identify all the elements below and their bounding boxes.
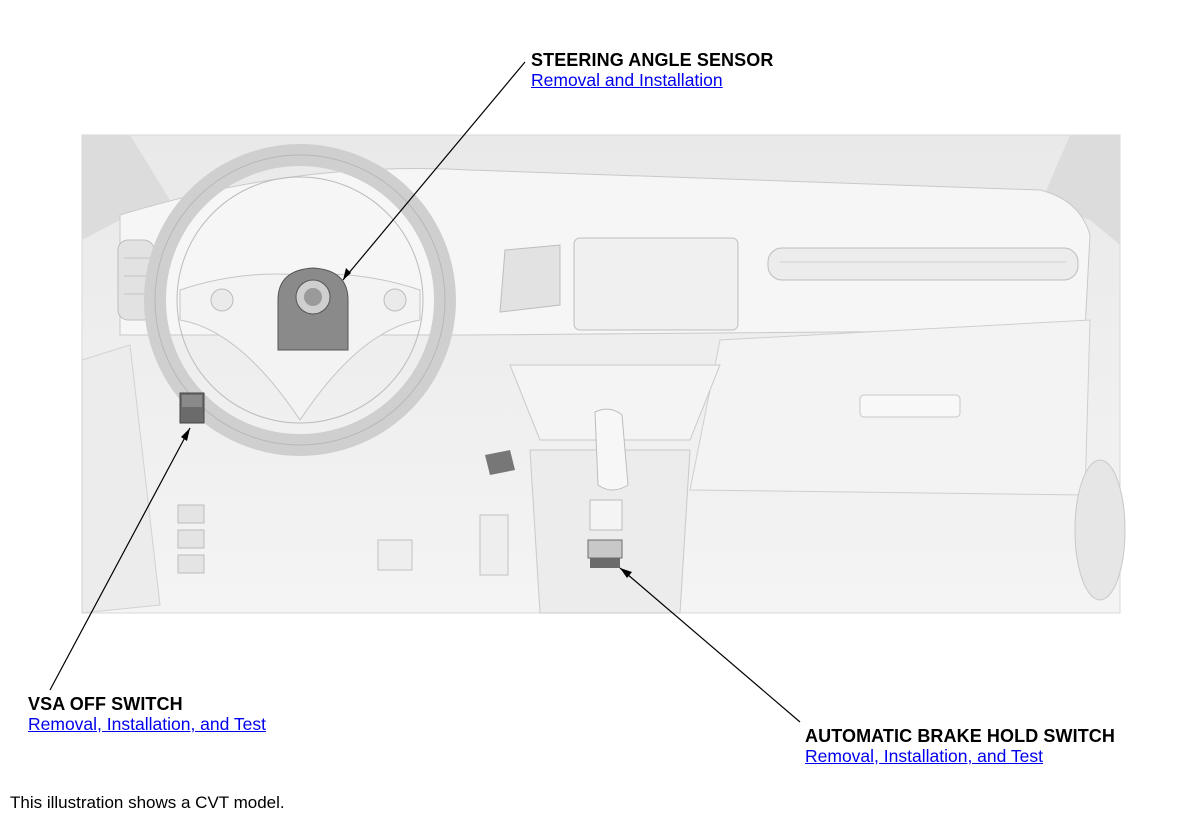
steering-angle-sensor-link[interactable]: Removal and Installation	[531, 70, 723, 90]
vsa-off-switch-callout: VSA OFF SWITCH Removal, Installation, an…	[28, 694, 266, 734]
vsa-off-switch-link[interactable]: Removal, Installation, and Test	[28, 714, 267, 734]
brake-hold-switch-leader	[619, 567, 801, 723]
vsa-off-switch-title: VSA OFF SWITCH	[28, 694, 183, 714]
steering-angle-sensor-leader	[342, 61, 526, 281]
brake-hold-switch-link[interactable]: Removal, Installation, and Test	[805, 746, 1044, 766]
vsa-off-switch-leader	[49, 427, 191, 691]
steering-angle-sensor-callout: STEERING ANGLE SENSOR Removal and Instal…	[531, 50, 773, 90]
illustration-footnote: This illustration shows a CVT model.	[10, 793, 285, 812]
steering-angle-sensor-title: STEERING ANGLE SENSOR	[531, 50, 774, 70]
brake-hold-switch-title: AUTOMATIC BRAKE HOLD SWITCH	[805, 726, 1116, 746]
brake-hold-switch-callout: AUTOMATIC BRAKE HOLD SWITCH Removal, Ins…	[805, 726, 1115, 766]
